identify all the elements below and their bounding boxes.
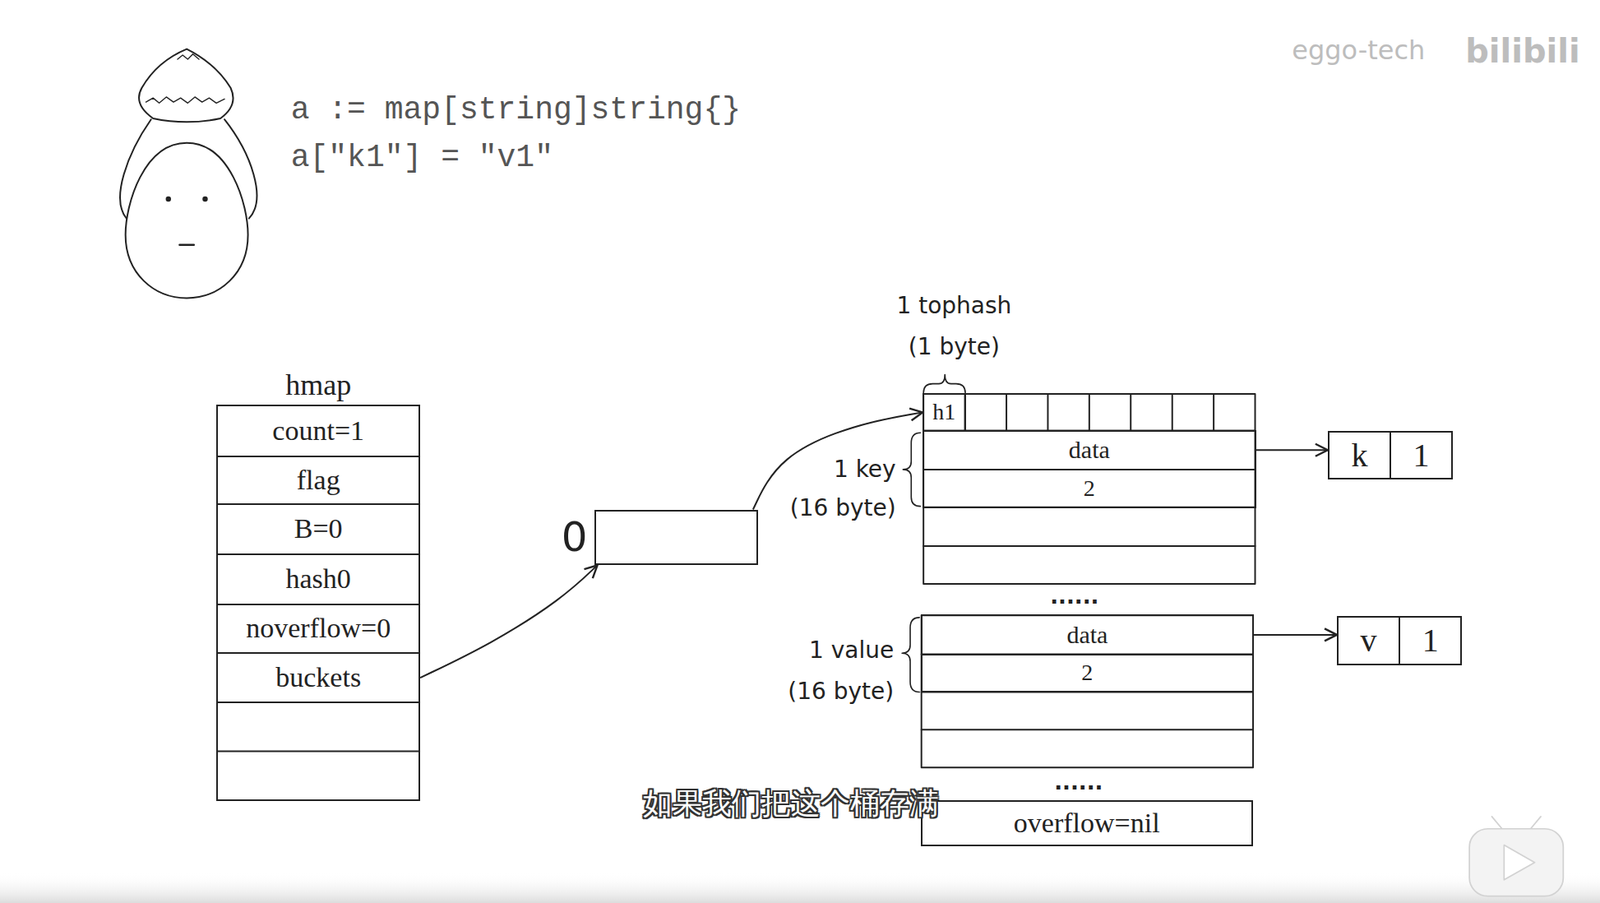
egg-mouth <box>179 244 194 246</box>
key-brace <box>902 432 921 506</box>
size-annotation: (16 byte) <box>790 495 897 522</box>
value-slot: data <box>920 614 1254 655</box>
cell-text: v <box>1338 617 1399 664</box>
play-button-triangle <box>1503 845 1535 880</box>
cell-text: 1 <box>1398 617 1461 664</box>
cell-text: 2 <box>1081 661 1093 685</box>
size-annotation: (16 byte) <box>787 679 894 705</box>
egg-hat <box>138 49 233 123</box>
tophash-cell: h1 <box>922 393 966 432</box>
bucket-pointer-slot: 0 <box>594 509 759 566</box>
string-header-box: v1 <box>1336 615 1462 666</box>
slot-index: 0 <box>561 516 588 558</box>
code-line: a := map[string]string{} <box>291 92 741 128</box>
cell-text: B=0 <box>294 514 343 543</box>
cell-text: count=1 <box>272 416 365 445</box>
field-cell: hash0 <box>216 553 421 606</box>
watermark: bilibili <box>1465 32 1581 70</box>
key-slot: data <box>922 430 1256 471</box>
cell-text: overflow=nil <box>1013 809 1161 837</box>
cell-text: data <box>1068 437 1110 463</box>
values-block <box>921 615 1254 768</box>
hat-squiggle <box>145 97 225 103</box>
struct-box: count=1flagB=0hash0noverflow=0bucketshma… <box>216 404 421 801</box>
cell-text: noverflow=0 <box>245 614 391 643</box>
bottom-band <box>0 871 1600 903</box>
subtitle: 如果我们把这个桶存满 <box>642 786 939 820</box>
cell-text: k <box>1329 432 1390 478</box>
field-cell: count=1 <box>216 404 421 458</box>
struct-title: hmap <box>285 369 352 400</box>
value-brace <box>901 617 920 693</box>
code-line: a["k1"] = "v1" <box>291 140 554 176</box>
cell-text: h1 <box>932 400 956 424</box>
pointer-arrow <box>420 564 597 678</box>
cell-text: hash0 <box>286 564 352 593</box>
hmap-row-divider <box>217 749 420 752</box>
watermark: eggo-tech <box>1291 36 1425 65</box>
key-slot: 2 <box>922 468 1256 509</box>
egg-eye <box>202 196 208 202</box>
pointer-arrow <box>1256 448 1328 451</box>
overflow-slot: overflow=nil <box>920 800 1254 846</box>
value-slot: 2 <box>920 653 1254 694</box>
play-button-ears <box>1491 816 1541 829</box>
ellipsis-mark: ...... <box>1054 769 1103 794</box>
field-cell: flag <box>216 455 421 505</box>
egg-body <box>125 143 249 299</box>
ellipsis-mark: ...... <box>1049 583 1099 608</box>
pointer-arrow <box>1253 633 1337 636</box>
cell-text: flag <box>296 466 341 495</box>
tophash-brace <box>923 374 966 393</box>
play-button-icon <box>1469 816 1564 897</box>
field-cell: noverflow=0 <box>216 603 421 655</box>
egg-eye <box>166 196 172 202</box>
cell-text: 1 <box>1389 432 1452 478</box>
cell-text: buckets <box>275 663 361 692</box>
size-annotation: 1 tophash <box>896 293 1012 320</box>
tophash-cell-dividers <box>965 393 1215 431</box>
play-button-frame <box>1469 828 1564 897</box>
size-annotation: (1 byte) <box>908 334 1000 361</box>
string-header-box: k1 <box>1327 430 1453 480</box>
field-cell: B=0 <box>216 503 421 555</box>
tophash-row <box>923 393 1255 431</box>
cell-text: 2 <box>1083 476 1096 500</box>
size-annotation: 1 value <box>809 637 894 663</box>
size-annotation: 1 key <box>833 456 897 482</box>
hat-tip-squiggle <box>177 54 199 60</box>
cell-text: data <box>1066 622 1108 648</box>
field-cell: buckets <box>216 652 421 703</box>
